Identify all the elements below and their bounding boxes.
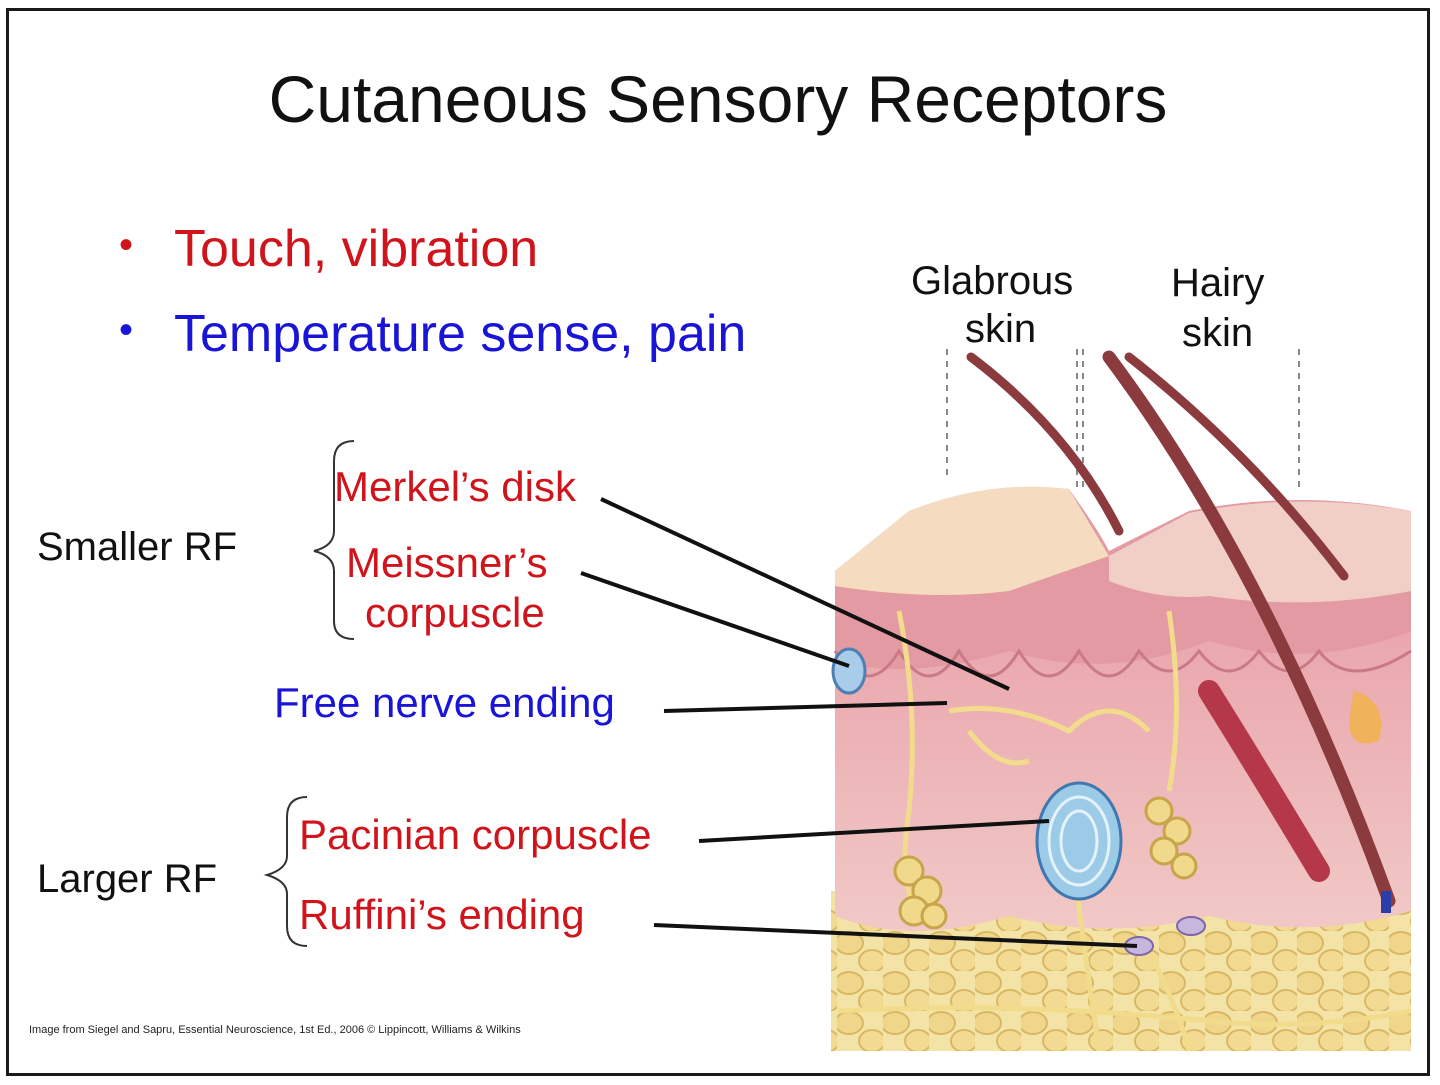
glabrous-label-line1: Glabrous (911, 259, 1074, 303)
glabrous-label-line2: skin (965, 307, 1037, 351)
glabrous-surface (835, 486, 1109, 595)
free-nerve-ending-label: Free nerve ending (274, 679, 615, 726)
smaller-rf-bracket (313, 440, 355, 640)
bullet-marker-touch: • (119, 223, 134, 267)
image-credit: Image from Siegel and Sapru, Essential N… (29, 1024, 521, 1036)
hairy-surface (1109, 501, 1411, 603)
hairy-label-line1: Hairy (1171, 261, 1265, 305)
dermis (835, 611, 1411, 931)
bullet-temperature-pain: Temperature sense, pain (174, 305, 747, 363)
fat-layer (831, 891, 1411, 1051)
hairy-label-line2: skin (1182, 311, 1254, 355)
smaller-rf-label: Smaller RF (37, 525, 238, 569)
meissners-corpuscle-label-line2: corpuscle (365, 589, 545, 636)
region-guide-lines (946, 349, 1300, 489)
bullet-touch-vibration: Touch, vibration (174, 220, 539, 278)
page-title: Cutaneous Sensory Receptors (268, 62, 1168, 136)
slide: Cutaneous Sensory Receptors • Touch, vib… (6, 8, 1430, 1076)
hair-shafts (966, 350, 1396, 908)
skin-cross-section-illustration (263, 349, 1412, 1052)
ruffinis-ending-label: Ruffini’s ending (299, 891, 585, 938)
merkels-disk-label: Merkel’s disk (334, 463, 576, 510)
meissners-corpuscle-label-line1: Meissner’s (346, 539, 548, 586)
larger-rf-bracket (263, 796, 308, 947)
leader-lines (580, 497, 1138, 948)
pacinian-corpuscle-shape (1035, 781, 1123, 901)
nerve-fibers (838, 610, 1412, 1052)
bullet-marker-temperature: • (119, 308, 134, 352)
pacinian-corpuscle-label: Pacinian corpuscle (299, 811, 652, 858)
larger-rf-label: Larger RF (37, 857, 218, 901)
meissner-corpuscle-shape (831, 647, 867, 695)
